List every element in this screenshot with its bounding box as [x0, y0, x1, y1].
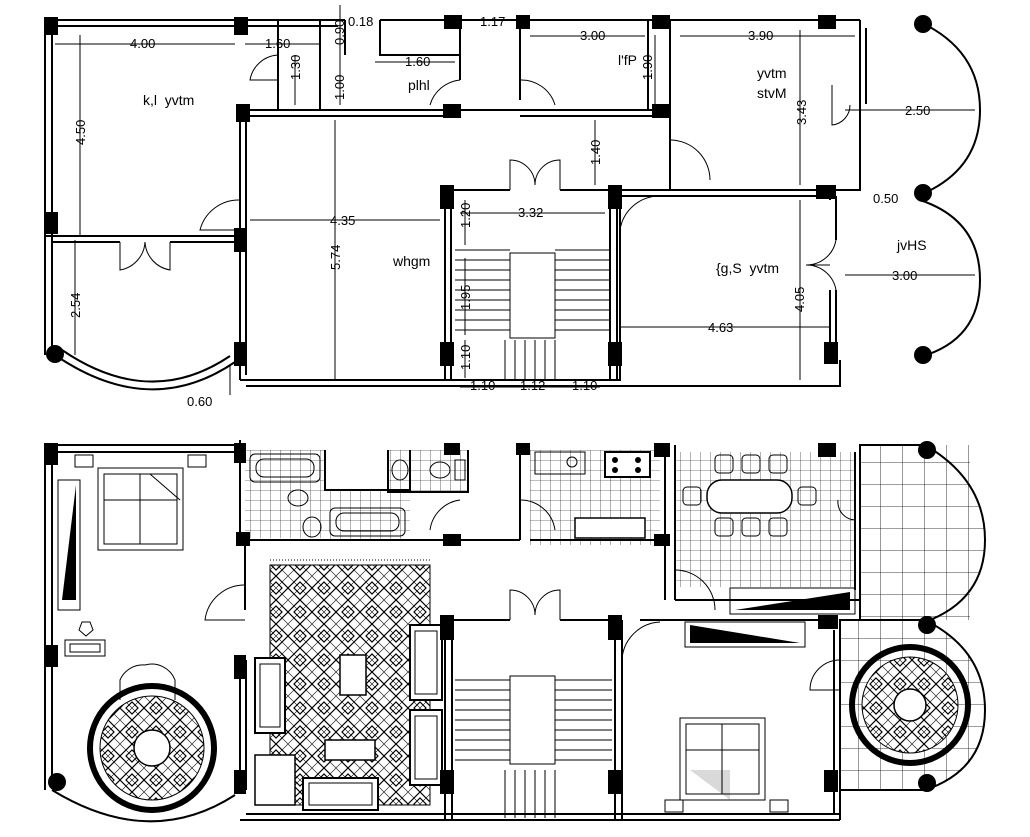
dim-3-43: 3.43 — [794, 100, 809, 125]
dim-1-20: 1.20 — [458, 203, 473, 228]
room-label-mid-right: {g,S yvtm — [716, 260, 779, 276]
dresser-left — [64, 621, 106, 657]
dim-4-35: 4.35 — [330, 213, 355, 228]
room-label-hall: plhl — [408, 77, 430, 93]
kitchen-fixtures — [534, 451, 651, 539]
room-label-top-right-1: yvtm — [757, 65, 787, 81]
staircase-top — [455, 249, 610, 380]
dim-4-00: 4.00 — [130, 36, 155, 51]
dim-3-00b: 3.00 — [892, 268, 917, 283]
room-label-bedroom-left: k,l yvtm — [143, 92, 194, 108]
structural-columns — [44, 15, 932, 366]
dim-2-50: 2.50 — [905, 103, 930, 118]
door-swings — [119, 54, 851, 291]
bed-right — [664, 717, 789, 813]
dim-1-90: 1.90 — [640, 55, 655, 80]
dim-1-17: 1.17 — [480, 14, 505, 29]
dim-1-00: 1.00 — [332, 75, 347, 100]
dim-4-05: 4.05 — [792, 287, 807, 312]
furnished-doors — [119, 499, 857, 700]
round-table-left — [87, 683, 217, 813]
dim-1-95: 1.95 — [458, 285, 473, 310]
dim-3-32: 3.32 — [518, 205, 543, 220]
bathtub-1 — [249, 453, 321, 483]
bay-window-curves — [54, 21, 982, 391]
furnished-walls — [44, 440, 861, 823]
dim-1-40: 1.40 — [588, 140, 603, 165]
dim-0-50: 0.50 — [873, 191, 898, 206]
bath-tiles-2 — [325, 490, 410, 540]
dining-set — [682, 454, 817, 537]
dim-0-90: 0.90 — [332, 20, 347, 45]
dim-1-60b: 1.60 — [405, 54, 430, 69]
dim-5-74: 5.74 — [328, 245, 343, 270]
bath-tiles-1 — [245, 450, 325, 538]
wc-tiles — [388, 450, 468, 492]
bathtub-2 — [329, 507, 406, 537]
dim-4-63: 4.63 — [708, 320, 733, 335]
dim-3-90: 3.90 — [748, 28, 773, 43]
dim-1-30: 1.30 — [288, 55, 303, 80]
room-label-balcony: jvHS — [896, 237, 927, 253]
furnished-plan — [44, 440, 987, 823]
dim-1-12: 1.12 — [520, 378, 545, 393]
sofas — [254, 624, 443, 811]
dim-3-00: 3.00 — [580, 28, 605, 43]
staircase-bottom — [455, 675, 612, 818]
terrace-tiles-curve — [859, 444, 987, 623]
room-label-reception: whgm — [392, 253, 430, 269]
room-label-kitchen: l'fP — [618, 52, 637, 68]
dim-1-10b: 1.10 — [470, 378, 495, 393]
toilets — [287, 459, 466, 538]
dim-4-50: 4.50 — [73, 120, 88, 145]
dim-1-60: 1.60 — [265, 36, 290, 51]
round-table-right — [849, 644, 971, 766]
plan-walls — [44, 19, 867, 387]
dim-0-60: 0.60 — [187, 394, 212, 409]
ground-plan: 4.00 1.60 0.90 0.18 1.17 3.00 3.90 1.30 … — [44, 5, 982, 409]
wardrobe-left — [57, 479, 81, 611]
stair-wedges — [684, 587, 856, 648]
furnished-columns — [44, 441, 936, 794]
dim-2-54: 2.54 — [68, 293, 83, 318]
dimension-lines — [55, 5, 975, 395]
dim-1-10c: 1.10 — [572, 378, 597, 393]
dim-1-10a: 1.10 — [458, 345, 473, 370]
dim-0-18: 0.18 — [348, 14, 373, 29]
dining-tiles — [675, 452, 855, 587]
room-label-top-right-2: stvM — [757, 85, 787, 101]
bed-left — [74, 454, 207, 551]
